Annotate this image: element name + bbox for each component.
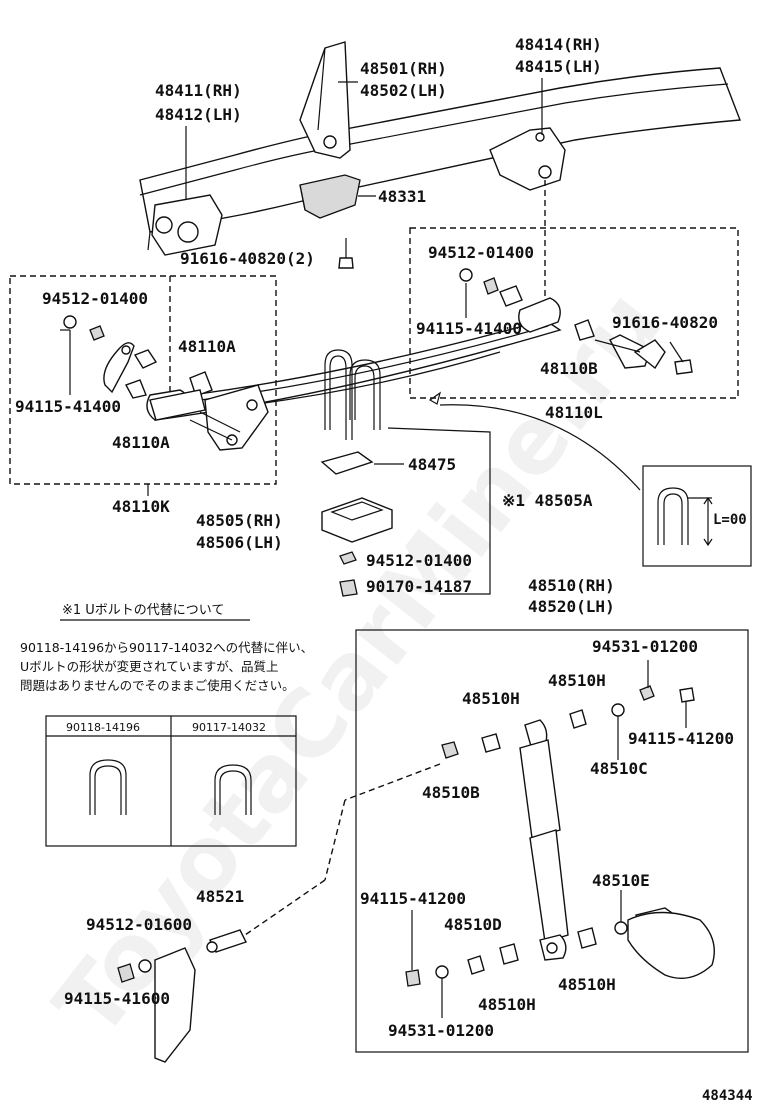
- spring-eye-rear: [518, 297, 561, 333]
- spring-seat: [320, 451, 374, 475]
- label-94512-right: 94512-01400: [428, 243, 534, 262]
- label-48506: 48506(LH): [196, 533, 283, 552]
- label-94512-left: 94512-01400: [42, 289, 148, 308]
- shackle-kit-front: [60, 315, 269, 451]
- label-48501: 48501(RH): [360, 59, 447, 78]
- label-48110L: 48110L: [545, 403, 603, 422]
- label-94115-41600: 94115-41600: [64, 989, 170, 1008]
- label-48510E: 48510E: [592, 871, 650, 890]
- bump-stopper: [299, 174, 361, 219]
- label-48510H-1: 48510H: [462, 689, 520, 708]
- label-48110K: 48110K: [112, 497, 170, 516]
- shackle-kit-rear: [459, 268, 693, 375]
- label-48414: 48414(RH): [515, 35, 602, 54]
- label-48412: 48412(LH): [155, 105, 242, 124]
- label-48415: 48415(LH): [515, 57, 602, 76]
- group-48110K: [9, 275, 277, 485]
- label-48510D: 48510D: [444, 915, 502, 934]
- label-94531-bottom: 94531-01200: [388, 1021, 494, 1040]
- ubolt-dimension-inset: [642, 465, 752, 567]
- label-48110A-1: 48110A: [178, 337, 236, 356]
- label-48110B: 48110B: [540, 359, 598, 378]
- u-bolts: [324, 349, 381, 440]
- label-94115-left: 94115-41400: [15, 397, 121, 416]
- label-48331: 48331: [378, 187, 426, 206]
- label-48510: 48510(RH): [528, 576, 615, 595]
- label-48411: 48411(RH): [155, 81, 242, 100]
- note-line-1: 90118-14196から90117-14032への代替に伴い、: [20, 640, 313, 655]
- label-94531-top: 94531-01200: [592, 637, 698, 656]
- front-hanger-bracket: [151, 194, 223, 256]
- rear-shackle-bracket: [299, 41, 351, 159]
- note-heading: ※1 Uボルトの代替について: [62, 603, 224, 618]
- bolt-91616-2: [338, 238, 354, 269]
- label-48520: 48520(LH): [528, 597, 615, 616]
- label-48510H-2: 48510H: [548, 671, 606, 690]
- note-line-2: Uボルトの形状が変更されていますが、品質上: [20, 659, 279, 674]
- lower-shock-bracket: [117, 929, 247, 1063]
- label-48510C: 48510C: [590, 759, 648, 778]
- label-48510H-4: 48510H: [478, 995, 536, 1014]
- shock-hardware: [405, 685, 715, 987]
- label-90170: 90170-14187: [366, 577, 472, 596]
- label-48475: 48475: [408, 455, 456, 474]
- label-48502: 48502(LH): [360, 81, 447, 100]
- ubolt-dimension: L=00: [713, 512, 747, 528]
- nut-90170: [339, 579, 358, 597]
- table-col-2: 90117-14032: [192, 721, 266, 734]
- label-91616-right: 91616-40820: [612, 313, 718, 332]
- label-48521: 48521: [196, 887, 244, 906]
- label-94115-right: 94115-41400: [416, 319, 522, 338]
- label-94512-center: 94512-01400: [366, 551, 472, 570]
- group-48510: [355, 629, 749, 1053]
- label-94115-41200-top: 94115-41200: [628, 729, 734, 748]
- label-91616-2: 91616-40820(2): [180, 249, 315, 268]
- leader-lines-shock: [244, 660, 687, 1018]
- ubolt-note: ※1 Uボルトの代替について 90118-14196から90117-14032へ…: [20, 603, 313, 847]
- figure-id: 484344: [702, 1088, 753, 1104]
- spring-pad: [321, 497, 393, 543]
- shock-absorber: [519, 719, 569, 961]
- label-48510H-3: 48510H: [558, 975, 616, 994]
- label-94115-41200-bottom: 94115-41200: [360, 889, 466, 908]
- shock-upper-bracket: [489, 127, 566, 191]
- label-94512-01600: 94512-01600: [86, 915, 192, 934]
- group-48110L: [409, 227, 739, 399]
- label-48110A-2: 48110A: [112, 433, 170, 452]
- label-48510B: 48510B: [422, 783, 480, 802]
- label-48505A: ※1 48505A: [502, 491, 593, 510]
- table-col-1: 90118-14196: [66, 721, 140, 734]
- note-line-3: 問題はありませんのでそのままご使用ください。: [20, 678, 295, 693]
- nut-94512-center: [339, 551, 357, 565]
- label-48505: 48505(RH): [196, 511, 283, 530]
